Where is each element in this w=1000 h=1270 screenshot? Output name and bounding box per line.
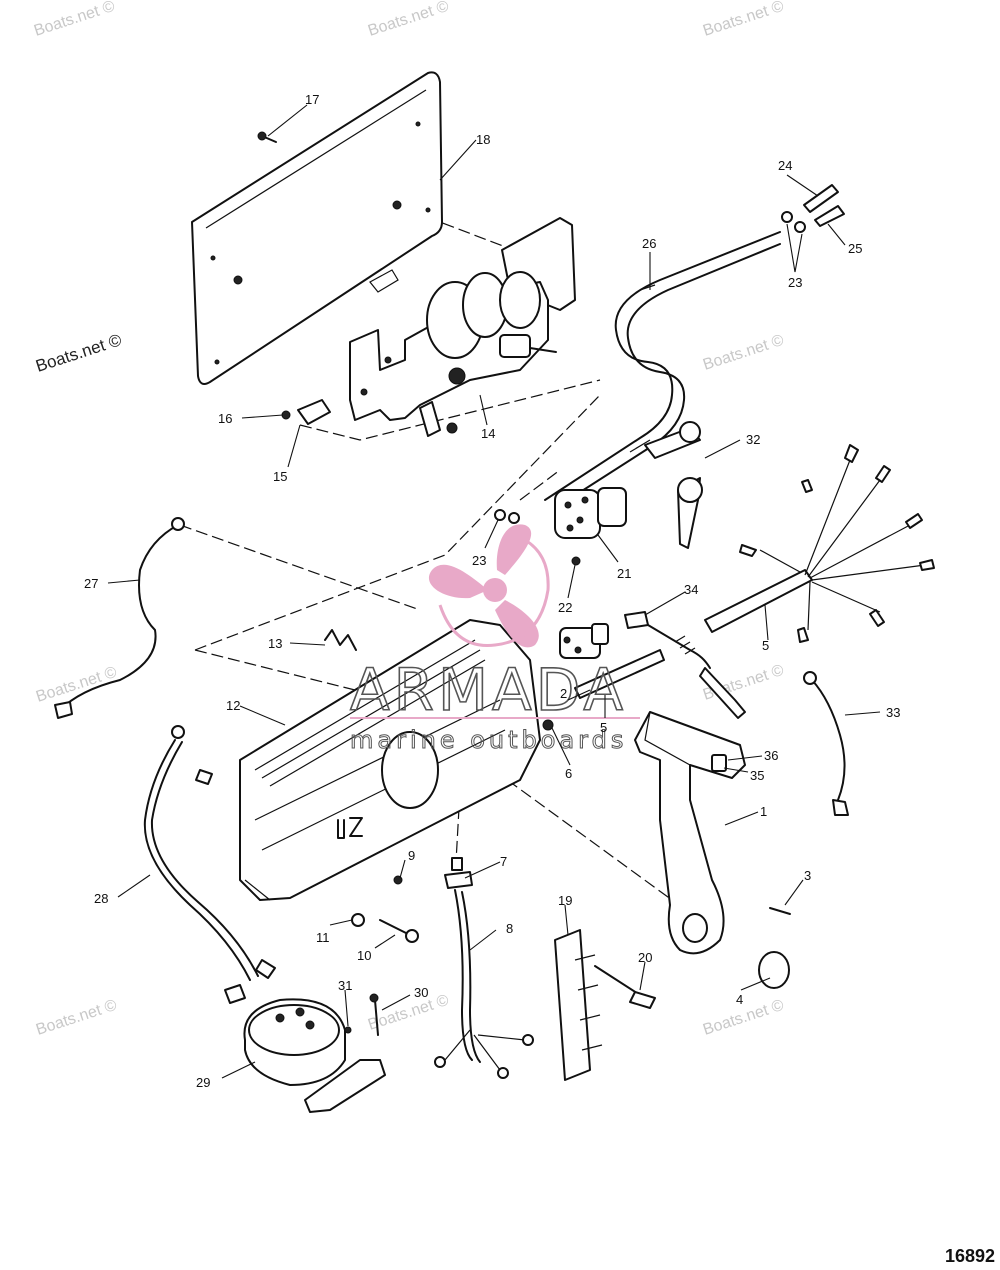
callout-10: 10 [357, 948, 371, 963]
callout-21: 21 [617, 566, 631, 581]
callout-numbers: 17 18 24 25 23 26 14 16 15 32 23 21 22 5… [84, 92, 900, 1090]
harness-grommet [434, 857, 534, 1079]
ignition-keys [644, 421, 703, 549]
cable-end-fittings [781, 184, 845, 233]
callout-2: 2 [560, 686, 567, 701]
callout-18: 18 [476, 132, 490, 147]
leader-lines [107, 104, 881, 1079]
callout-5: 5 [762, 638, 769, 653]
callout-24: 24 [778, 158, 792, 173]
callout-27: 27 [84, 576, 98, 591]
callout-35: 35 [750, 768, 764, 783]
pin-and-knob [758, 907, 791, 989]
figure-number: 16892 [945, 1246, 995, 1266]
callout-6: 6 [565, 766, 572, 781]
callout-9: 9 [408, 848, 415, 863]
wiring-harness [704, 444, 935, 643]
control-housing [239, 619, 541, 901]
retainer-clip [324, 629, 357, 651]
callout-30: 30 [414, 985, 428, 1000]
watermark: Boats.net © [34, 997, 119, 1039]
callout-4: 4 [736, 992, 743, 1007]
armada-wordmark: ARMADA [350, 656, 627, 724]
callout-31: 31 [338, 978, 352, 993]
callout-26: 26 [642, 236, 656, 251]
panel-screw [257, 131, 277, 143]
ground-lead-28 [143, 725, 276, 1004]
callout-5: 5 [600, 720, 607, 735]
callout-22: 22 [558, 600, 572, 615]
callout-28: 28 [94, 891, 108, 906]
watermark: Boats.net © [33, 330, 124, 376]
callout-36: 36 [764, 748, 778, 763]
callout-34: 34 [684, 582, 698, 597]
neutral-switch-spring [624, 611, 746, 719]
callout-17: 17 [305, 92, 319, 107]
callout-7: 7 [500, 854, 507, 869]
mounting-panel [191, 71, 443, 385]
callout-23: 23 [472, 553, 486, 568]
callout-13: 13 [268, 636, 282, 651]
callout-3: 3 [804, 868, 811, 883]
callout-14: 14 [481, 426, 495, 441]
watermark: Boats.net © [701, 0, 786, 40]
armada-logo-watermark: ARMADA marine outboards [349, 524, 640, 755]
wire-lead-33 [803, 671, 849, 816]
neutral-switch [559, 623, 609, 659]
propeller-icon [428, 524, 539, 648]
control-cables [544, 231, 781, 506]
callout-11: 11 [316, 930, 330, 945]
callout-32: 32 [746, 432, 760, 447]
callout-25: 25 [848, 241, 862, 256]
ignition-switch [554, 487, 627, 539]
shift-throttle-mechanism [349, 217, 576, 437]
callout-12: 12 [226, 698, 240, 713]
callout-23: 23 [788, 275, 802, 290]
callout-1: 1 [760, 804, 767, 819]
callout-15: 15 [273, 469, 287, 484]
callout-19: 19 [558, 893, 572, 908]
small-nuts [494, 509, 581, 566]
callout-16: 16 [218, 411, 232, 426]
callout-29: 29 [196, 1075, 210, 1090]
armada-tagline: marine outboards [350, 726, 627, 754]
watermark: Boats.net © [701, 332, 786, 374]
warning-horn [243, 993, 386, 1113]
handle-sleeve [542, 649, 665, 731]
ground-lead-27 [54, 517, 185, 719]
cable-clip [281, 399, 331, 425]
housing-fasteners [351, 875, 419, 943]
control-handle [634, 711, 746, 955]
watermark: Boats.net © [366, 992, 451, 1034]
watermark: Boats.net © [32, 0, 117, 40]
watermark: Boats.net © [366, 0, 451, 40]
terminal-block [554, 929, 656, 1081]
callout-20: 20 [638, 950, 652, 965]
callout-33: 33 [886, 705, 900, 720]
callout-8: 8 [506, 921, 513, 936]
watermark: Boats.net © [701, 997, 786, 1039]
